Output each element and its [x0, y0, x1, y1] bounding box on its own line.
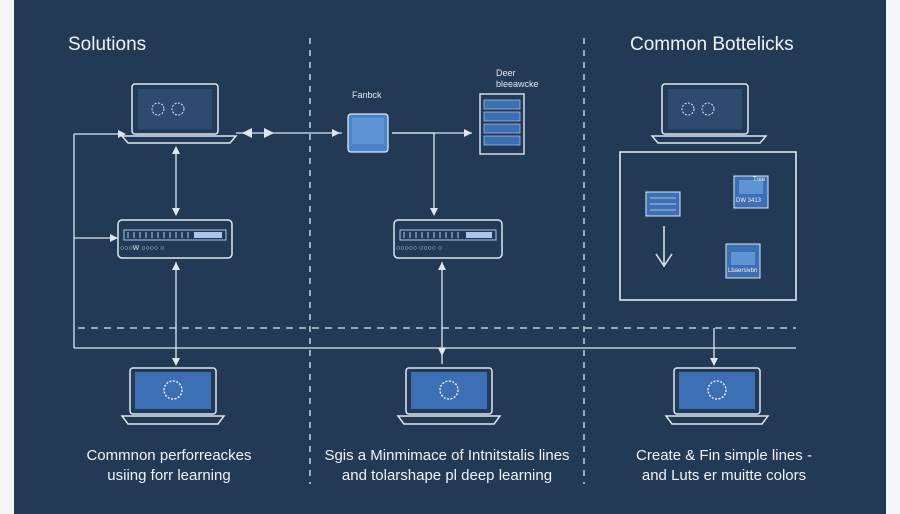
card-fanback	[347, 113, 389, 153]
laptop-bottom-middle	[396, 367, 502, 425]
arrow-double-right	[264, 128, 274, 138]
arrow-left-mid	[110, 234, 118, 242]
label-fanback: Fanbck	[352, 90, 382, 100]
box-device-1	[645, 191, 681, 217]
arrow-down-switch-mid	[430, 208, 438, 216]
box-device-3	[725, 243, 761, 279]
box-arrow-down	[655, 226, 673, 268]
arrow-down-switch	[172, 208, 180, 216]
caption-middle: Sgis a Minmimace of Intnitstalis lines a…	[310, 446, 584, 486]
diagram-graphics	[73, 38, 797, 484]
caption-right-line1: Create & Fin simple lines -	[636, 447, 812, 464]
arrow-left-top	[118, 130, 126, 138]
laptop-top-left	[120, 83, 238, 144]
caption-middle-line1: Sgis a Minmimace of Intnitstalis lines	[324, 447, 570, 464]
arrow-double-left	[242, 128, 252, 138]
label-deer-line2: bleeawcke	[496, 79, 539, 89]
arrow-right-server	[464, 129, 472, 137]
switch-left	[117, 219, 233, 259]
arrow-up-switch	[172, 262, 180, 270]
diagram-canvas: Solutions Common Bottelicks Fanbck Deer …	[14, 0, 886, 514]
label-deer-line1: Deer	[496, 68, 516, 78]
arrow-up-switch-mid	[438, 262, 446, 270]
label-switch-middle: ○○○○○ ○○○○ ○	[396, 245, 443, 252]
bottleneck-box	[619, 151, 797, 301]
caption-left-line2: usiing forr learning	[107, 467, 231, 484]
laptop-bottom-right	[664, 367, 770, 425]
arrow-right-card	[332, 129, 340, 137]
heading-solutions: Solutions	[68, 34, 147, 55]
box-device-2	[733, 175, 769, 209]
label-box-device-2: DW 3413	[736, 198, 762, 204]
arrow-down-laptop-left	[172, 358, 180, 366]
caption-left-line1: Commnon perforreackes	[86, 447, 252, 464]
label-switch-left: ○○○W ○○○○ ○	[120, 245, 165, 252]
arrow-up-laptop	[172, 146, 180, 154]
switch-middle	[393, 219, 503, 259]
laptop-bottom-left	[120, 367, 226, 425]
server-rack	[479, 93, 525, 155]
arrow-down-right	[710, 358, 718, 366]
caption-right-line2: and Luts er muitte colors	[641, 467, 807, 484]
label-box-device-2-top: Tree	[753, 177, 766, 183]
label-box-device-3: Lbaersivbn	[728, 268, 758, 274]
caption-left: Commnon perforreackes usiing forr learni…	[54, 446, 284, 486]
heading-common-bottlenecks: Common Bottelicks	[630, 34, 794, 55]
caption-middle-line2: and tolarshape pl deep learning	[341, 467, 553, 484]
laptop-top-right	[650, 83, 768, 144]
caption-right: Create & Fin simple lines - and Luts er …	[604, 446, 844, 486]
arrow-down-bus-mid	[438, 348, 446, 356]
